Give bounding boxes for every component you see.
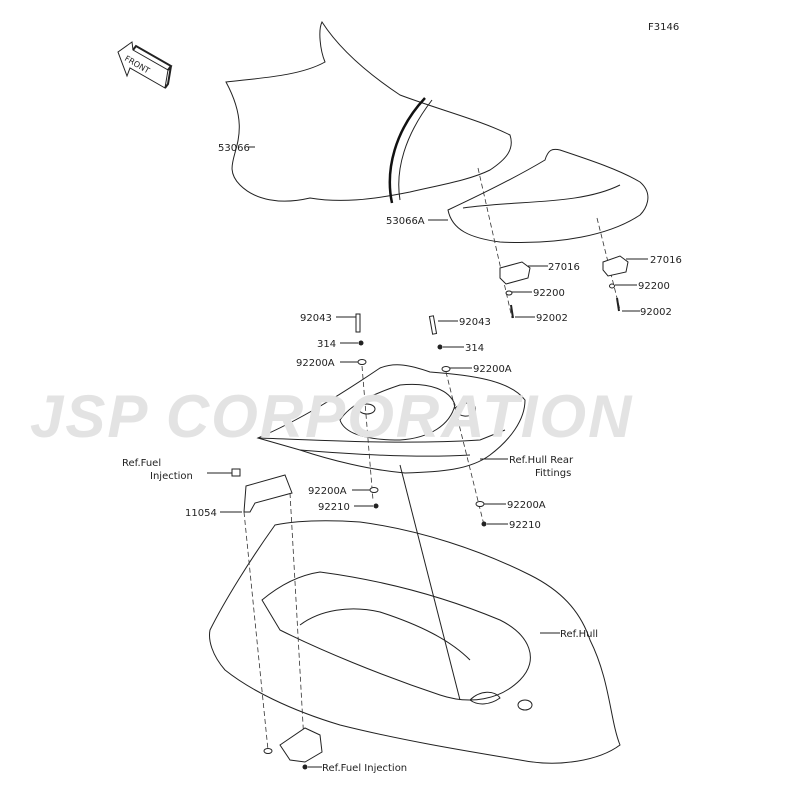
washer-92200a-lower-right [475,501,485,507]
label-92200a-lower-right: 92200A [507,500,546,511]
seat-rear-53066a [447,148,649,243]
stud-92043-left [355,313,361,333]
label-92200-left: 92200 [533,288,565,299]
fuel-injection-bracket-bottom [263,727,323,770]
label-27016-right: 27016 [650,255,682,266]
label-ref-fuel-injection-bottom: Ref.Fuel Injection [322,763,407,774]
stud-92043-right [428,315,438,335]
washer-92200-right [609,283,615,289]
nut-92210-lower-right [481,521,487,527]
label-92002-left: 92002 [536,313,568,324]
label-92200a-lower-left: 92200A [308,486,347,497]
nut-314-right [437,344,443,350]
nut-314-left [358,340,364,346]
label-92210-lower-left: 92210 [318,502,350,513]
label-92043-left: 92043 [300,313,332,324]
washer-92200a-upper-left [357,359,367,365]
label-ref-hull-rear-fittings: Fittings [535,468,571,479]
hull-rear-fittings [256,364,526,474]
washer-92200a-upper-right [441,366,451,372]
bracket-11054 [243,474,293,513]
front-arrow-icon: FRONT [117,41,173,89]
label-27016-left: 27016 [548,262,580,273]
washer-92200-left [505,290,513,296]
figure-code: F3146 [648,22,679,33]
label-92200-right: 92200 [638,281,670,292]
label-314-right: 314 [465,343,484,354]
washer-92200a-lower-left [369,487,379,493]
label-53066: 53066 [218,143,250,154]
label-ref-hull-rear: Ref.Hull Rear [509,455,574,466]
label-ref-fuel-injection: Injection [150,471,193,482]
label-ref-hull: Ref.Hull [560,629,598,640]
bracket-27016-right [602,255,629,277]
label-92002-right: 92002 [640,307,672,318]
fuel-injection-clip-icon [231,468,241,477]
nut-92210-lower-left [373,503,379,509]
label-53066a: 53066A [386,216,425,227]
label-92210-lower-right: 92210 [509,520,541,531]
label-11054: 11054 [185,508,217,519]
seat-front-53066 [225,20,512,204]
label-ref-fuel: Ref.Fuel [122,458,161,469]
watermark: JSP CORPORATION [30,383,633,450]
label-92043-right: 92043 [459,317,491,328]
label-92200a-upper-left: 92200A [296,358,335,369]
bracket-27016-left [499,261,531,285]
hull [209,520,621,764]
label-92200a-upper-right: 92200A [473,364,512,375]
label-314-left: 314 [317,339,336,350]
